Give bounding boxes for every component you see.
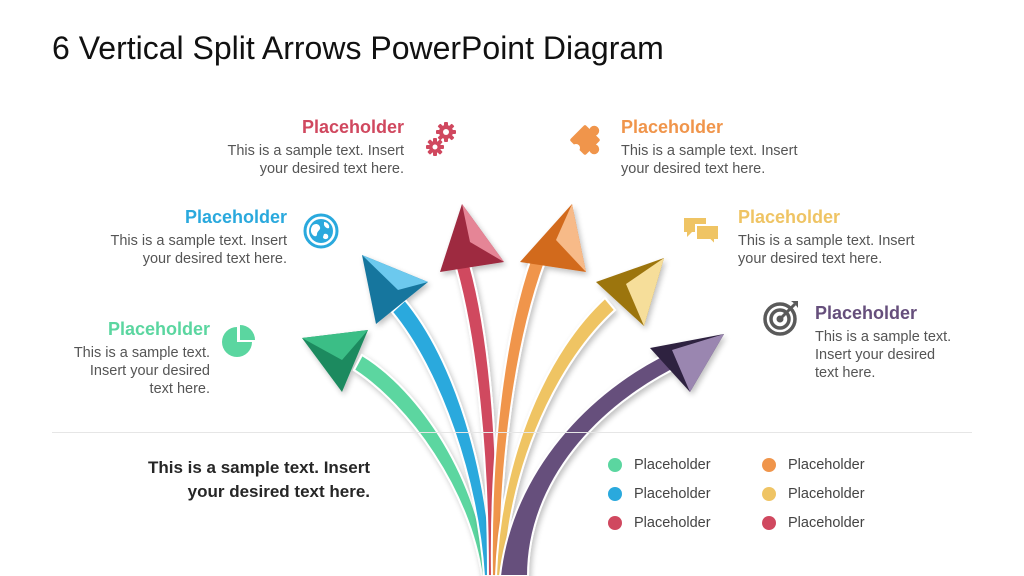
summary-line-1: This is a sample text. Insert: [147, 458, 370, 477]
label-blue: Placeholder This is a sample text. Inser…: [60, 206, 287, 268]
label-green-text: This is a sample text. Insert your desir…: [40, 344, 210, 398]
label-blue-title: Placeholder: [184, 207, 287, 227]
legend-dot: [608, 516, 622, 530]
label-orange-title: Placeholder: [621, 117, 724, 137]
label-blue-line-2: your desired text here.: [142, 251, 287, 267]
label-red-line-1: This is a sample text. Insert: [227, 143, 404, 159]
legend-label: Placeholder: [788, 515, 865, 531]
label-blue-text: This is a sample text. Insert your desir…: [60, 232, 287, 268]
legend-dot: [608, 487, 622, 501]
label-purple: Placeholder This is a sample text. Inser…: [815, 302, 985, 382]
summary-text: This is a sample text. Insert your desir…: [100, 456, 370, 504]
globe-icon: [303, 213, 339, 249]
legend-item-yellow: Placeholder: [762, 484, 865, 504]
label-purple-line-2: Insert your desired: [815, 347, 936, 363]
label-yellow-line-2: your desired text here.: [738, 251, 883, 267]
slide-title: 6 Vertical Split Arrows PowerPoint Diagr…: [52, 30, 664, 66]
puzzle-icon: [570, 125, 600, 155]
label-purple-line-1: This is a sample text.: [815, 329, 952, 345]
label-blue-line-1: This is a sample text. Insert: [110, 233, 287, 249]
label-orange: Placeholder This is a sample text. Inser…: [621, 116, 851, 178]
gears-icon: [426, 122, 456, 156]
legend-dot: [762, 458, 776, 472]
label-yellow-text: This is a sample text. Insert your desir…: [738, 232, 968, 268]
arrow-yellow: [494, 258, 664, 576]
legend-dot: [762, 516, 776, 530]
legend-label: Placeholder: [634, 515, 711, 531]
summary-line-2: your desired text here.: [187, 482, 370, 501]
label-green-title: Placeholder: [107, 319, 210, 339]
divider-line: [52, 432, 972, 433]
label-orange-line-1: This is a sample text. Insert: [621, 143, 798, 159]
legend-label: Placeholder: [634, 486, 711, 502]
arrow-blue: [362, 255, 494, 576]
label-orange-line-2: your desired text here.: [621, 161, 766, 177]
legend-item-blue: Placeholder: [608, 484, 711, 504]
label-red-title: Placeholder: [301, 117, 404, 137]
label-orange-text: This is a sample text. Insert your desir…: [621, 142, 851, 178]
label-purple-title: Placeholder: [815, 303, 918, 323]
legend-item-red: Placeholder: [608, 513, 711, 533]
arrow-green: [302, 330, 490, 576]
legend-item-orange: Placeholder: [762, 455, 865, 475]
label-green-line-2: Insert your desired: [89, 363, 210, 379]
label-green-line-1: This is a sample text.: [73, 345, 210, 361]
label-green-line-3: text here.: [149, 381, 210, 397]
label-purple-line-3: text here.: [815, 365, 876, 381]
label-yellow: Placeholder This is a sample text. Inser…: [738, 206, 968, 268]
legend-dot: [762, 487, 776, 501]
legend-item-green: Placeholder: [608, 455, 711, 475]
label-red: Placeholder This is a sample text. Inser…: [176, 116, 404, 178]
target-icon: [763, 301, 798, 336]
chat-bubbles-icon: [684, 218, 720, 246]
pie-chart-icon: [222, 325, 255, 357]
label-red-text: This is a sample text. Insert your desir…: [176, 142, 404, 178]
label-yellow-title: Placeholder: [738, 207, 841, 227]
legend-item-red-2: Placeholder: [762, 513, 865, 533]
legend-label: Placeholder: [634, 457, 711, 473]
label-yellow-line-1: This is a sample text. Insert: [738, 233, 915, 249]
legend-dot: [608, 458, 622, 472]
legend-label: Placeholder: [788, 457, 865, 473]
label-red-line-2: your desired text here.: [259, 161, 404, 177]
legend-label: Placeholder: [788, 486, 865, 502]
arrow-purple: [498, 334, 724, 576]
label-green: Placeholder This is a sample text. Inser…: [40, 318, 210, 398]
label-purple-text: This is a sample text. Insert your desir…: [815, 328, 985, 382]
